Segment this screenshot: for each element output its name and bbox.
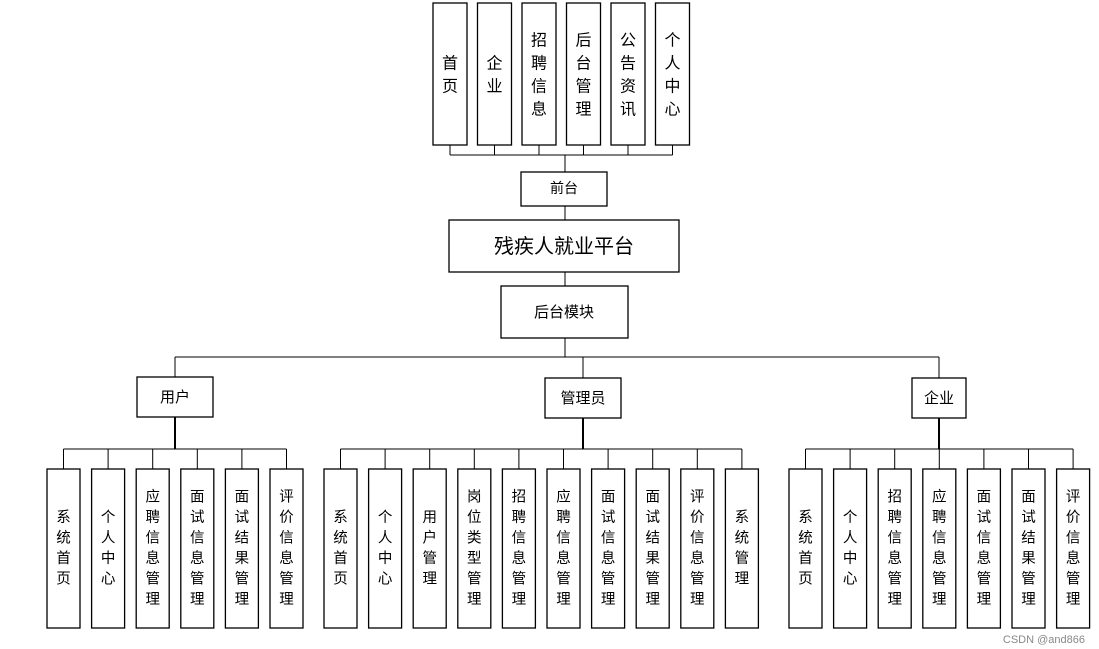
module-box [788, 468, 823, 629]
front-menu-box [565, 2, 602, 146]
module-box [135, 468, 170, 629]
module-box [269, 468, 304, 629]
module-label: 应聘信息管理 [932, 487, 947, 608]
module-label: 面试信息管理 [601, 489, 616, 608]
module-label: 个人中心 [378, 509, 393, 588]
front-menu-label: 后台管理 [575, 30, 591, 118]
title-box [448, 219, 680, 273]
module-label: 系统首页 [333, 509, 348, 588]
module-label: 面试信息管理 [977, 489, 992, 608]
module-label: 系统首页 [56, 509, 71, 588]
module-label: 招聘信息管理 [512, 488, 527, 608]
module-label: 评价信息管理 [690, 488, 705, 608]
front-menu-label: 首页 [442, 53, 458, 95]
module-label: 系统首页 [798, 509, 813, 588]
front-menu-box [654, 2, 691, 146]
module-label: 面试结果管理 [235, 489, 250, 608]
module-box [590, 468, 626, 629]
module-box [224, 468, 260, 629]
front-menu-box [432, 2, 468, 146]
front-menu-label: 招聘信息 [531, 30, 547, 118]
role-box [136, 376, 214, 418]
module-label: 个人中心 [101, 509, 116, 588]
module-box [180, 468, 215, 629]
front-menu-box [521, 2, 557, 146]
role-box [544, 377, 622, 419]
module-label: 个人中心 [843, 509, 858, 588]
module-box [724, 468, 760, 629]
module-box [1055, 468, 1091, 629]
module-box [412, 468, 447, 629]
module-box [46, 468, 81, 629]
role-label: 企业 [924, 389, 954, 407]
module-box [635, 468, 670, 629]
module-label: 用户管理 [422, 510, 437, 588]
module-box [501, 468, 537, 629]
module-label: 评价信息管理 [1066, 488, 1081, 608]
front-menu-label: 个人中心 [664, 30, 680, 118]
module-box [90, 468, 126, 629]
front-menu-box [610, 2, 646, 146]
role-label: 用户 [160, 388, 190, 406]
front-node-box [520, 171, 608, 207]
front-menu-label: 公告资讯 [620, 30, 636, 118]
module-label: 岗位类型管理 [467, 488, 482, 608]
front-menu-box [476, 2, 513, 146]
role-label: 管理员 [560, 389, 605, 407]
module-box [323, 468, 358, 629]
front-node-label: 前台 [550, 180, 578, 197]
module-box [966, 468, 1002, 629]
backend-label: 后台模块 [534, 303, 594, 321]
module-box [680, 468, 715, 629]
module-box [877, 468, 912, 629]
module-label: 应聘信息管理 [145, 487, 160, 608]
module-label: 招聘信息管理 [887, 488, 902, 608]
module-label: 评价信息管理 [279, 488, 294, 608]
module-label: 面试信息管理 [190, 489, 205, 608]
module-label: 应聘信息管理 [556, 487, 571, 608]
module-box [367, 468, 403, 629]
front-menu-label: 企业 [486, 53, 502, 95]
module-box [1011, 468, 1046, 629]
platform-title: 残疾人就业平台 [494, 234, 634, 258]
module-box [546, 468, 581, 629]
module-box [832, 468, 868, 629]
module-label: 系统管理 [735, 509, 750, 588]
watermark: CSDN @and866 [1002, 634, 1085, 646]
module-label: 面试结果管理 [1021, 489, 1036, 608]
module-label: 面试结果管理 [645, 489, 660, 608]
module-box [922, 468, 957, 629]
module-box [457, 468, 492, 629]
